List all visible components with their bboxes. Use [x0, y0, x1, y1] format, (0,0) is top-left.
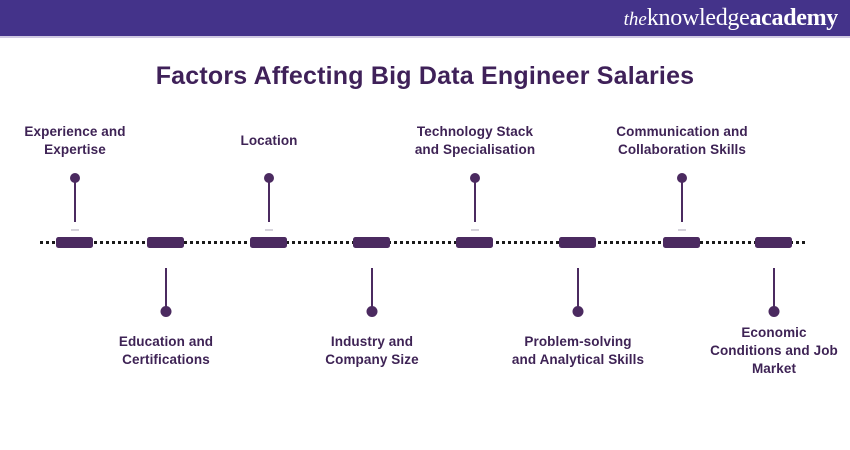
factor-label-line: Location: [240, 133, 298, 148]
factor-label: Location: [169, 121, 369, 161]
pin-end-tick: [71, 229, 79, 231]
timeline-dash: [56, 237, 93, 248]
pin-end-tick: [471, 229, 479, 231]
pin-stem: [268, 182, 270, 222]
factor-label: Experience and Expertise: [0, 121, 175, 161]
pin-stem: [165, 268, 167, 308]
timeline-dash: [559, 237, 596, 248]
header-bar: theknowledgeacademy: [0, 0, 850, 38]
factor-label-line: and Specialisation: [414, 142, 536, 157]
timeline-dotted-line: [40, 241, 808, 244]
page-title: Factors Affecting Big Data Engineer Sala…: [155, 62, 695, 90]
pin-stem: [773, 268, 775, 308]
factor-label-line: Experience and: [24, 124, 126, 139]
factor-label-line: Communication and: [616, 124, 748, 139]
pin-dot: [366, 306, 378, 317]
factor-label: Technology Stack and Specialisation: [375, 121, 575, 161]
logo-knowledge: knowledge: [646, 5, 750, 31]
factor-label-line: Industry and: [330, 334, 414, 349]
pin-stem: [474, 182, 476, 222]
timeline-dash: [456, 237, 493, 248]
pin-stem: [371, 268, 373, 308]
factor-label-line: Education and: [118, 334, 214, 349]
timeline-dash: [353, 237, 390, 248]
factor-label: Education and Certifications: [66, 324, 266, 378]
brand-logo: theknowledgeacademy: [623, 1, 839, 35]
logo-the: the: [623, 9, 647, 30]
pin-dot: [70, 173, 80, 183]
pin-end-tick: [265, 229, 273, 231]
timeline-dash: [147, 237, 184, 248]
pin-stem: [74, 182, 76, 222]
factor-label: Economic Conditions and Job Market: [674, 324, 850, 378]
factor-label-line: Problem-solving: [524, 334, 632, 349]
pin-dot: [470, 173, 480, 183]
pin-dot: [677, 173, 687, 183]
factor-label-line: Expertise: [44, 142, 106, 157]
factor-label-line: Company Size: [325, 352, 419, 367]
pin-dot: [572, 306, 584, 317]
factor-label-line: Technology Stack: [416, 124, 534, 139]
pin-end-tick: [678, 229, 686, 231]
timeline-dash: [250, 237, 287, 248]
factor-label-line: and Analytical Skills: [511, 352, 645, 367]
factor-label-line: Market: [751, 361, 797, 376]
timeline-dash: [755, 237, 792, 248]
logo-academy: academy: [749, 5, 838, 31]
timeline-dash: [663, 237, 700, 248]
factor-label-line: Collaboration Skills: [617, 142, 747, 157]
pin-stem: [577, 268, 579, 308]
factor-label: Problem-solving and Analytical Skills: [478, 324, 678, 378]
pin-dot: [160, 306, 172, 317]
factor-label-line: Conditions and Job: [710, 343, 838, 358]
pin-dot: [264, 173, 274, 183]
pin-dot: [768, 306, 780, 317]
factor-label: Communication and Collaboration Skills: [582, 121, 782, 161]
factor-label-line: Certifications: [122, 352, 210, 367]
factor-label: Industry and Company Size: [272, 324, 472, 378]
factor-label-line: Economic: [741, 325, 807, 340]
pin-stem: [681, 182, 683, 222]
